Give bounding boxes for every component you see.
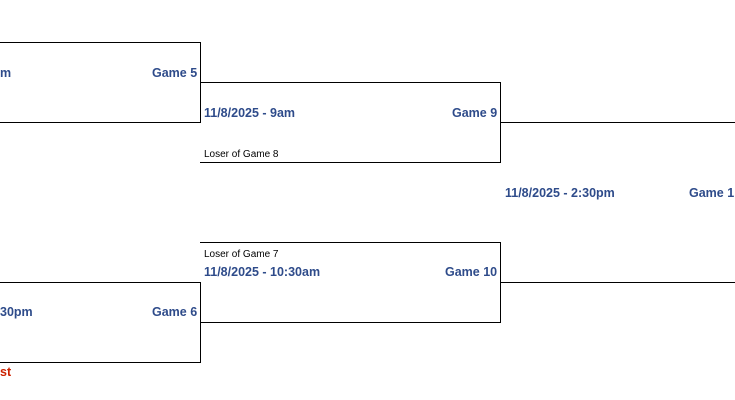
game9-bottom-line (200, 162, 501, 163)
game5-label: Game 5 (152, 66, 198, 80)
game6-label: Game 6 (152, 305, 198, 319)
game9-top-line (200, 82, 501, 83)
game10-label: Game 10 (445, 265, 498, 279)
game10-right-line (500, 242, 501, 323)
final-bottom-line (500, 282, 735, 283)
game10-bottom-line (200, 322, 501, 323)
final-top-line (500, 122, 735, 123)
game10-top-line (200, 242, 501, 243)
game6-right-line (200, 282, 201, 363)
game5-datetime: m (0, 66, 12, 80)
game5-bottom-line (0, 122, 201, 123)
game6-top-line (0, 282, 201, 283)
game6-note: st (0, 365, 12, 379)
game6-bottom-line (0, 362, 201, 363)
game9-label: Game 9 (452, 106, 498, 120)
game10-source: Loser of Game 7 (204, 249, 279, 260)
game10-datetime: 11/8/2025 - 10:30am (204, 265, 321, 279)
game5-top-line (0, 42, 201, 43)
game9-source: Loser of Game 8 (204, 149, 279, 160)
final-label: Game 1 (689, 186, 735, 200)
game9-datetime: 11/8/2025 - 9am (204, 106, 296, 120)
game6-datetime: 30pm (0, 305, 33, 319)
final-datetime: 11/8/2025 - 2:30pm (505, 186, 615, 200)
